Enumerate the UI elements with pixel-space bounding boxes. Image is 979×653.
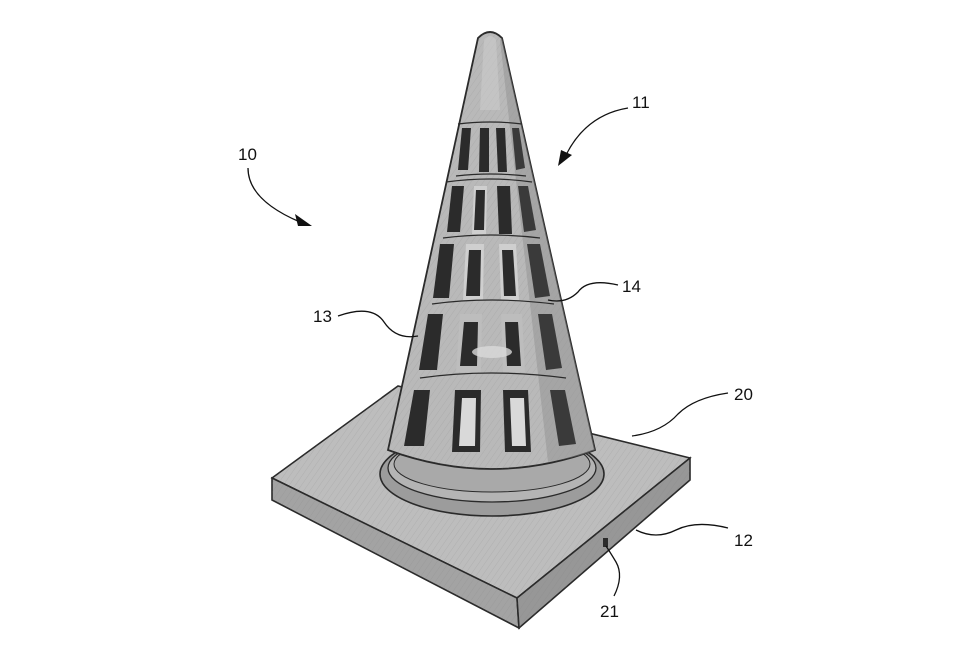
label-base-plate: 12 xyxy=(734,531,753,550)
leader-12 xyxy=(635,523,729,536)
arrowhead-11 xyxy=(558,150,572,166)
leader-21 xyxy=(605,545,621,597)
label-assembly: 10 xyxy=(238,145,257,164)
label-horizontal-ring: 14 xyxy=(622,277,641,296)
cone-body xyxy=(386,31,597,470)
leader-20 xyxy=(631,392,729,437)
leader-10 xyxy=(247,167,301,223)
arrowhead-10 xyxy=(295,214,312,226)
leader-11 xyxy=(565,107,629,156)
label-cone-body: 11 xyxy=(632,93,650,112)
base-notch xyxy=(603,538,608,547)
label-base-notch: 21 xyxy=(600,602,619,621)
reference-numerals: 10 11 13 14 20 12 21 xyxy=(238,93,753,621)
leader-13 xyxy=(337,310,419,338)
horizontal-rings xyxy=(419,121,567,379)
label-base-top-surface: 20 xyxy=(734,385,753,404)
leader-lines xyxy=(247,107,729,597)
leader-14 xyxy=(547,282,619,302)
label-vertical-rib: 13 xyxy=(313,307,332,326)
cone-windows xyxy=(404,128,576,452)
